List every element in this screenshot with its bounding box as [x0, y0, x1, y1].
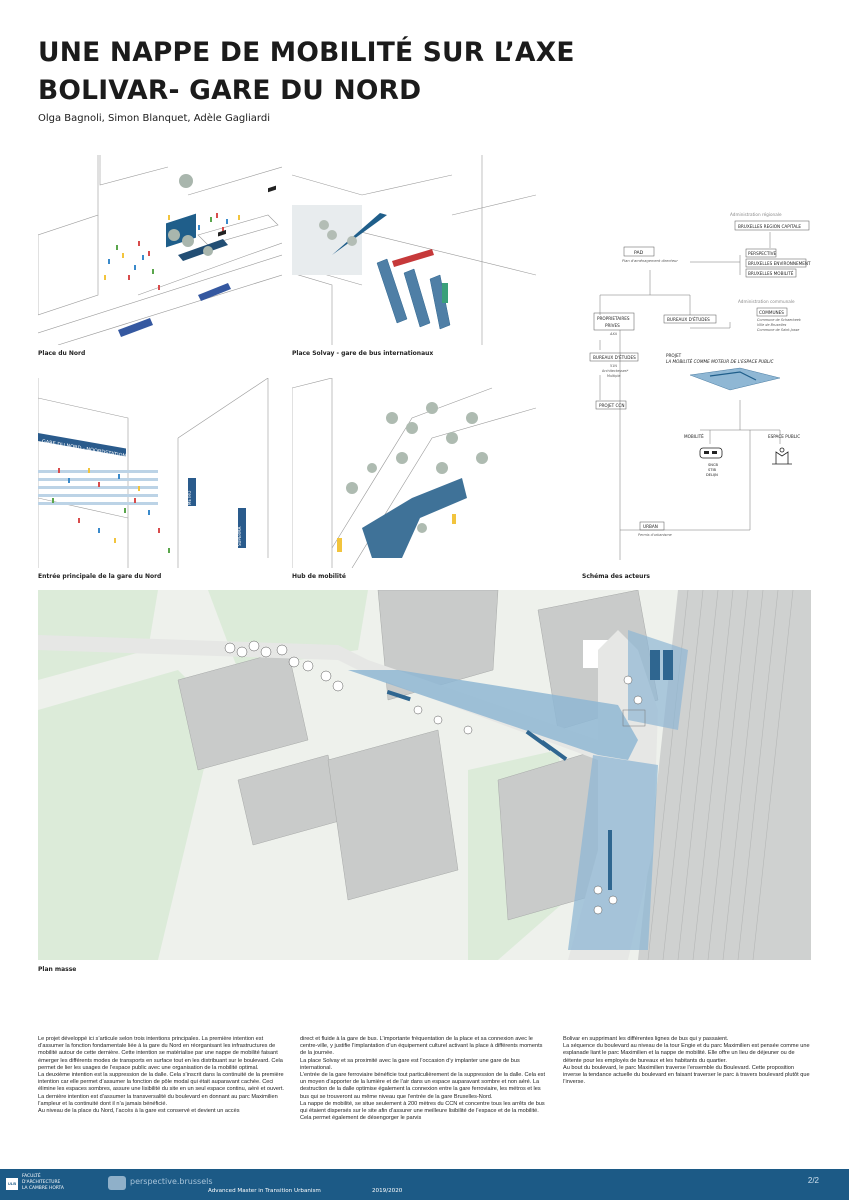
box-urban: URBAN — [643, 524, 658, 529]
bureaux2-sub-2: Architectesses* — [602, 369, 629, 373]
poster-title: UNE NAPPE DE MOBILITÉ SUR L’AXE BOLIVAR-… — [38, 34, 738, 110]
caption-entree-gare: Entrée principale de la gare du Nord — [38, 573, 162, 580]
rail-tracks — [647, 590, 794, 960]
partner-logo: perspective.brussels — [130, 1177, 213, 1186]
authors: Olga Bagnoli, Simon Blanquet, Adèle Gagl… — [38, 113, 270, 124]
body-text-1: Le projet développé ici s’articule selon… — [38, 1036, 284, 1115]
page-number: 2/2 — [807, 1176, 819, 1185]
program-label: Advanced Master in Transition Urbanism — [208, 1188, 321, 1194]
title-line-2: BOLIVAR- GARE DU NORD — [38, 75, 422, 106]
bureaux2-sub-3: Multiple — [607, 374, 620, 378]
panel-place-du-nord — [38, 155, 282, 345]
projet-sub: LA MOBILITÉ COMME MOTEUR DE L'ESPACE PUB… — [666, 359, 774, 364]
label-admin-communale: Administration communale — [738, 299, 795, 304]
caption-hub-mobilite: Hub de mobilité — [292, 573, 346, 580]
panel-plan-masse — [38, 590, 811, 960]
sign-supermarket: SUPERMA — [237, 526, 242, 546]
train-icon — [699, 447, 723, 459]
box-mobilite: BRUXELLES MOBILITÉ — [748, 271, 794, 276]
entree-gare-drawing: GARE DU NORD - NOORDSTATION METRO SUPERM… — [38, 378, 269, 568]
label-espace-public: ESPACE PUBLIC — [768, 434, 800, 439]
bus-shelters — [376, 258, 451, 330]
urban-sub: Permis d'urbanisme — [638, 533, 672, 537]
hub-mobilite-drawing — [292, 378, 536, 568]
box-pad: PAD — [634, 250, 644, 256]
panel-place-solvay — [292, 155, 536, 345]
public-space-icon — [772, 447, 792, 465]
caption-plan-masse: Plan masse — [38, 966, 77, 973]
operator-delijn: DELIJN — [706, 473, 718, 477]
box-projet-ccn: PROJET CCN — [599, 403, 624, 408]
body-column-2: direct et fluide à la gare de bus. L’imp… — [300, 1036, 550, 1122]
label-pad-sub: Plan d'aménagement directeur — [622, 259, 678, 263]
body-column-3: Bolivar en supprimant les différentes li… — [563, 1036, 813, 1086]
perspective-logo-icon — [108, 1176, 126, 1190]
operator-stib: STIB — [708, 468, 717, 472]
operator-sncb: SNCB — [708, 463, 718, 467]
box-prives: PRIVES — [605, 323, 620, 328]
box-environnement: BRUXELLES ENVIRONNEMENT — [748, 261, 811, 266]
box-projet: PROJET — [666, 353, 682, 358]
place-du-nord-drawing — [38, 155, 282, 345]
box-bureaux-etudes: BUREAUX D'ÉTUDES — [667, 317, 710, 322]
buses — [118, 283, 231, 337]
place-solvay-drawing — [292, 155, 536, 345]
faculty-line-2: D'ARCHITECTURE — [22, 1180, 61, 1185]
communes-sub-2: Ville de Bruxelles — [757, 323, 787, 327]
panel-entree-gare: GARE DU NORD - NOORDSTATION METRO SUPERM… — [38, 378, 282, 568]
label-mobilite: MOBILITÉ — [684, 434, 704, 439]
caption-place-du-nord: Place du Nord — [38, 350, 86, 357]
communes-sub-3: Commune de Saint-Josse — [757, 328, 799, 332]
panel-hub-mobilite — [292, 378, 536, 568]
plan-masse-map — [38, 590, 811, 960]
box-bruxelles-region: BRUXELLES REGION CAPITALE — [738, 224, 801, 229]
box-bureaux-etudes-2: BUREAUX D'ÉTUDES — [593, 355, 636, 360]
box-perspective: PERSPECTIVE — [748, 251, 776, 256]
title-line-1: UNE NAPPE DE MOBILITÉ SUR L’AXE — [38, 37, 575, 68]
body-text-3: Bolivar en supprimant les différentes li… — [563, 1036, 810, 1086]
proprietaires-sub: AXA — [609, 332, 618, 336]
ulb-logo: ULB — [6, 1178, 18, 1190]
faculty-line-1: FACULTÉ — [22, 1174, 41, 1179]
bus-shelters-plan — [386, 650, 673, 890]
body-text-2: direct et fluide à la gare de bus. L’imp… — [300, 1036, 546, 1122]
year-label: 2019/2020 — [372, 1188, 403, 1194]
communes-sub-1: Commune de Schaerbeek — [757, 318, 802, 322]
body-column-1: Le projet développé ici s’articule selon… — [38, 1036, 288, 1115]
bureaux2-sub-1: 51N — [610, 364, 617, 368]
box-communes: COMMUNES — [759, 310, 784, 315]
caption-place-solvay: Place Solvay - gare de bus internationau… — [292, 350, 434, 357]
trees — [224, 640, 643, 915]
faculty-line-3: LA CAMBRE HORTA — [22, 1186, 64, 1191]
schema-acteurs-diagram: Administration régionale BRUXELLES REGIO… — [589, 212, 811, 560]
mobility-plaza — [348, 670, 638, 760]
label-admin-regionale: Administration régionale — [730, 212, 782, 217]
sign-metro: METRO — [187, 491, 192, 505]
caption-schema-acteurs: Schéma des acteurs — [582, 573, 650, 580]
footer-bar: ULB FACULTÉ D'ARCHITECTURE LA CAMBRE HOR… — [0, 1169, 849, 1200]
box-proprietaires: PROPRIETAIRES — [597, 316, 630, 321]
panel-schema-acteurs: Administration régionale BRUXELLES REGIO… — [580, 200, 820, 560]
